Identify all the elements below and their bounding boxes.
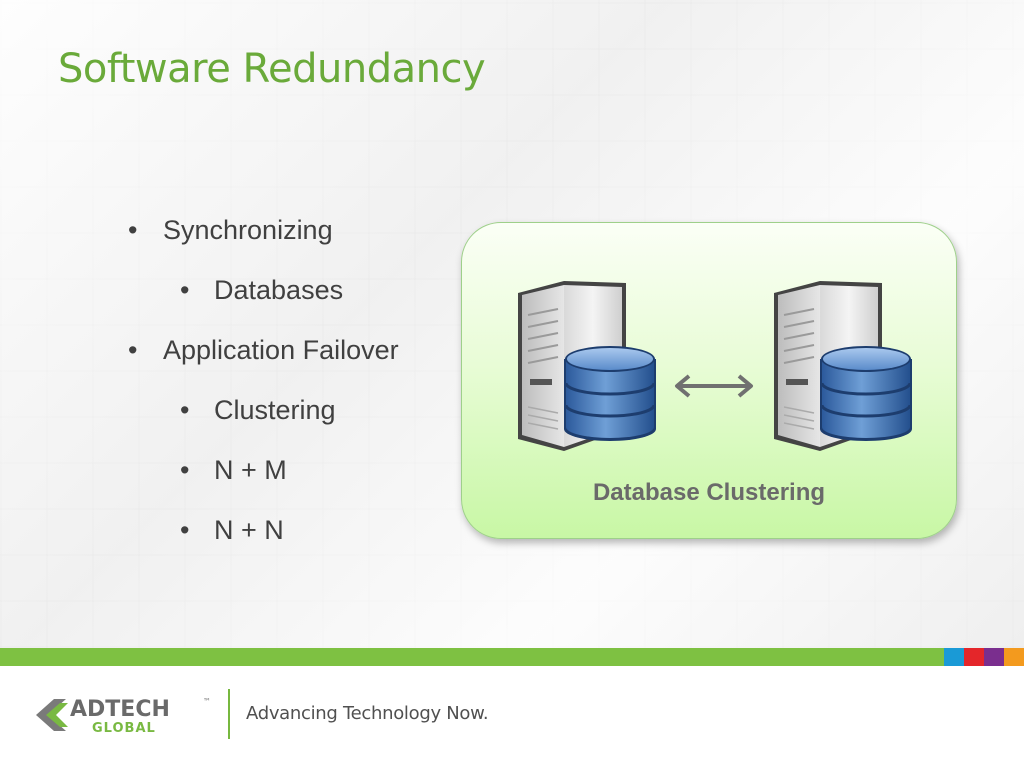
footer-tagline: Advancing Technology Now.	[246, 703, 489, 724]
adtech-global-logo: ADTECH ™ GLOBAL	[36, 697, 211, 736]
server-database-icon	[774, 281, 912, 451]
accent-segment-purple	[984, 648, 1004, 666]
database-clustering-diagram: Database Clustering	[461, 222, 957, 539]
accent-segment-red	[964, 648, 984, 666]
bullet-text: N + M	[214, 455, 287, 485]
footer-accent-bar	[0, 648, 944, 666]
bullet-marker: •	[128, 335, 138, 365]
bullet-text: Synchronizing	[163, 215, 333, 245]
slide-footer: ADTECH ™ GLOBAL Advancing Technology Now…	[0, 666, 1024, 768]
bullet-text: Application Failover	[163, 335, 399, 365]
bullet-marker: •	[180, 515, 190, 545]
double-arrow-icon	[675, 374, 753, 398]
bullet-item: • Synchronizing	[128, 210, 399, 270]
bullet-item: • Application Failover	[128, 330, 399, 390]
bullet-text: Databases	[214, 275, 344, 305]
bullet-list: • Synchronizing • Databases • Application F…	[128, 210, 399, 570]
bullet-marker: •	[180, 395, 190, 425]
bullet-item: • N + M	[128, 450, 399, 510]
diagram-caption: Database Clustering	[592, 479, 826, 506]
bullet-marker: •	[128, 215, 138, 245]
footer-divider	[228, 689, 230, 739]
bullet-item: • N + N	[128, 510, 399, 570]
bullet-text: Clustering	[214, 395, 336, 425]
accent-segment-orange	[1004, 648, 1024, 666]
bullet-marker: •	[180, 275, 190, 305]
slide-title: Software Redundancy	[58, 46, 486, 92]
logo-wordmark: ADTECH	[70, 697, 170, 722]
logo-subtext: GLOBAL	[92, 721, 156, 736]
logo-trademark: ™	[203, 697, 211, 706]
accent-segment-blue	[944, 648, 964, 666]
bullet-item: • Databases	[128, 270, 399, 330]
bullet-marker: •	[180, 455, 190, 485]
bullet-item: • Clustering	[128, 390, 399, 450]
bullet-text: N + N	[214, 515, 284, 545]
server-database-icon	[518, 281, 656, 451]
